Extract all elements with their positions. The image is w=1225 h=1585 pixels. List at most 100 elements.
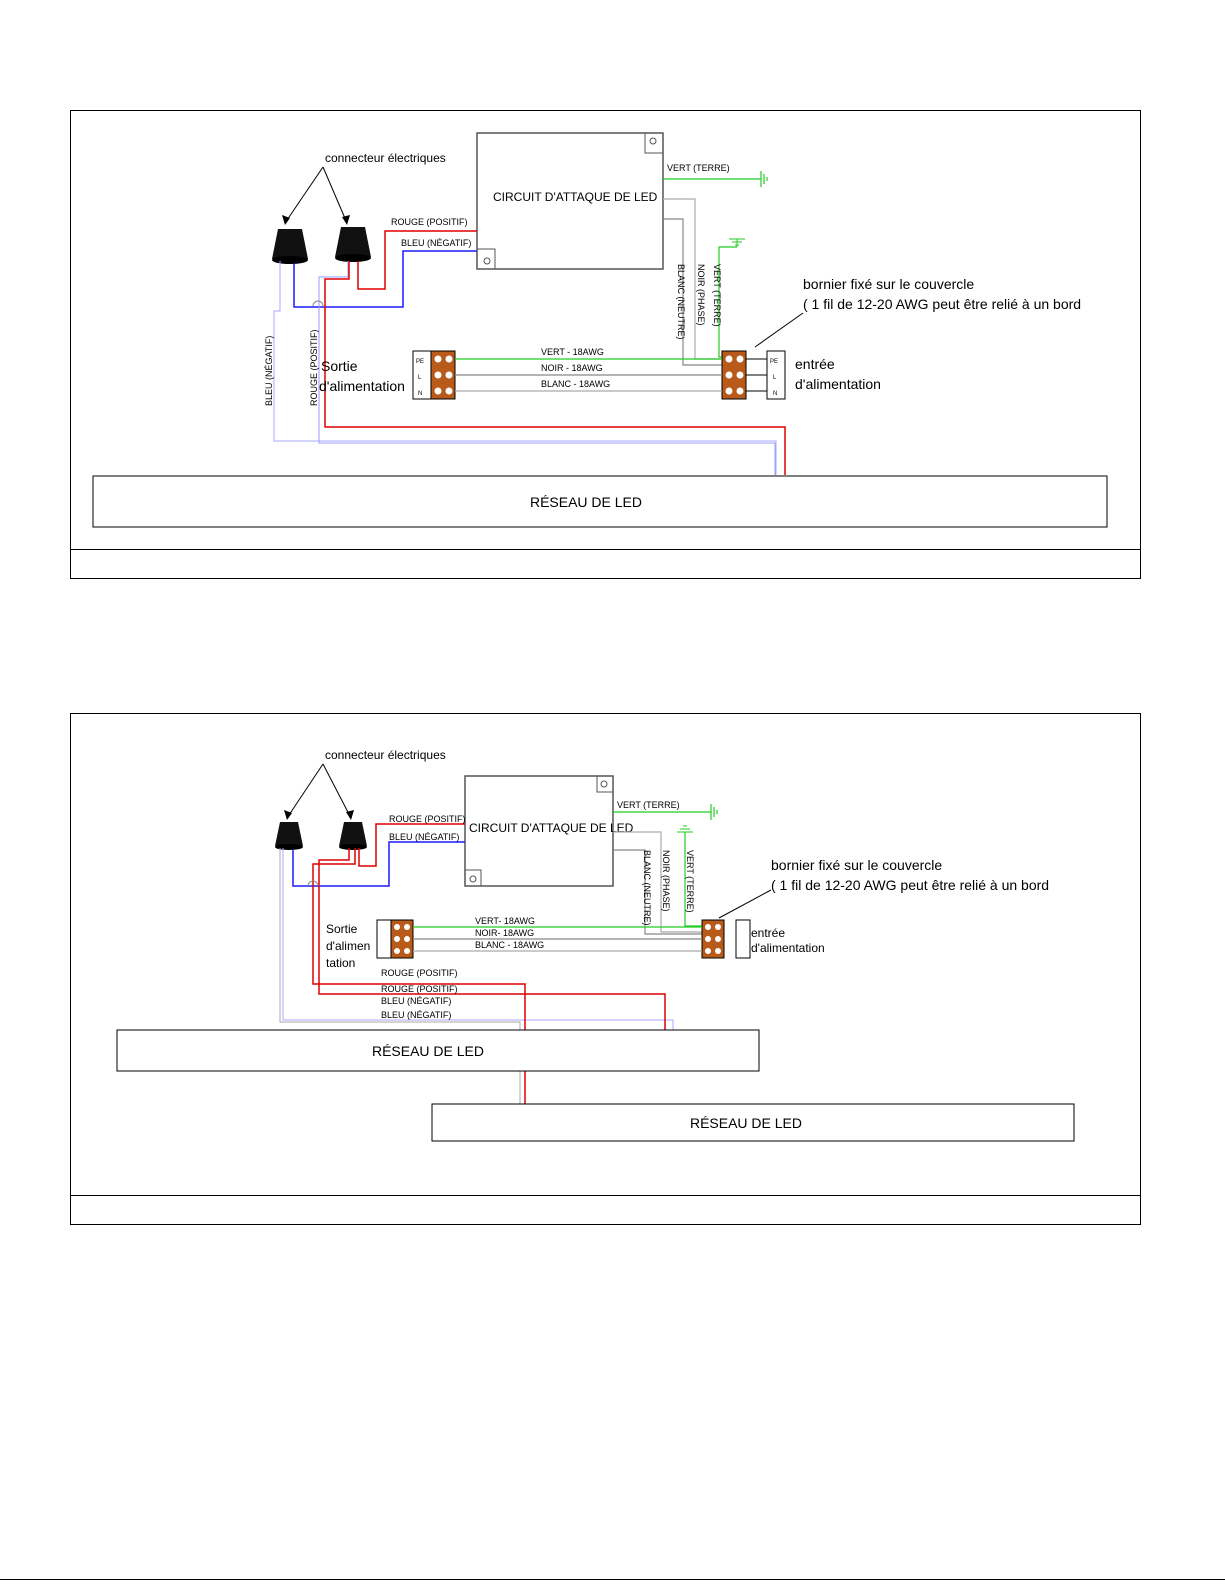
red-wire-driver (358, 823, 465, 867)
red-wire-driver (357, 230, 477, 290)
label-noir-phase: NOIR (PHASE) (661, 850, 671, 912)
terminal-note-line2: ( 1 fil de 12-20 AWG peut être relié à u… (771, 877, 1049, 893)
terminal-note-line2: ( 1 fil de 12-20 AWG peut être relié à u… (803, 296, 1081, 312)
mount-tab (464, 869, 482, 887)
terminal-note-line1: bornier fixé sur le couvercle (771, 857, 942, 873)
label-noir-18awg: NOIR - 18AWG (541, 363, 603, 373)
led-network-label-1: RÉSEAU DE LED (372, 1043, 484, 1059)
label-bleu-negatif: BLEU (NÉGATIF) (389, 832, 459, 842)
output-label-line2: d'alimentation (319, 378, 405, 394)
label-bleu-negatif-2: BLEU (NÉGATIF) (381, 1010, 451, 1020)
label-blanc-neutre: BLANC (NEUTRE) (642, 850, 652, 926)
label-rouge-positif-1: ROUGE (POSITIF) (381, 968, 458, 978)
input-terminal-block (701, 919, 751, 959)
label-vert-terre: VERT (TERRE) (667, 163, 730, 173)
mount-tab (644, 132, 664, 154)
pointer-line (284, 166, 324, 224)
panel-footer (71, 549, 1140, 578)
arrowhead (342, 215, 350, 225)
wire-connector-left (272, 229, 308, 264)
label-vert-terre-vertical: VERT (TERRE) (685, 850, 695, 913)
input-label-line1: entrée (795, 356, 835, 372)
label-bleu-negatif-vertical: BLEU (NÉGATIF) (264, 336, 274, 406)
connectors-label: connecteur électriques (325, 748, 446, 762)
wire-connector-right (335, 227, 371, 262)
svg-text:L: L (418, 375, 422, 381)
label-vert-18awg: VERT- 18AWG (475, 916, 535, 926)
label-rouge-positif: ROUGE (POSITIF) (391, 217, 468, 227)
label-vert-terre: VERT (TERRE) (617, 800, 680, 810)
arrowhead (284, 810, 292, 820)
note-pointer (754, 312, 804, 348)
svg-text:N: N (418, 391, 422, 397)
input-label-line2: d'alimentation (751, 941, 825, 955)
led-driver-box (476, 132, 664, 270)
diagram-canvas: connecteur électriques CIRCUIT D'ATTAQUE… (116, 748, 1075, 1142)
led-network-box-1 (116, 1029, 760, 1072)
black-phase-wire (613, 849, 703, 935)
connectors-label: connecteur électriques (325, 151, 446, 165)
arrowhead (346, 810, 354, 820)
wire-connector-left (275, 822, 303, 850)
label-blanc-18awg: BLANC - 18AWG (541, 379, 610, 389)
wiring-diagram-dual-led-network: connecteur électriques CIRCUIT D'ATTAQUE… (70, 713, 1141, 1225)
label-blanc-neutre: BLANC (NEUTRE) (676, 264, 686, 340)
pointer-line (322, 166, 348, 224)
input-label-line2: d'alimentation (795, 376, 881, 392)
wire-crossing (312, 300, 324, 307)
red-positif-run-2 (312, 848, 526, 1104)
label-noir-18awg: NOIR- 18AWG (475, 928, 534, 938)
blue-negatif-run-1 (282, 848, 674, 1030)
wire-crossing (307, 880, 319, 887)
terminal-note-line1: bornier fixé sur le couvercle (803, 276, 974, 292)
mount-hole (649, 137, 657, 145)
output-terminal-block: PE L N (412, 350, 456, 400)
led-network-label-2: RÉSEAU DE LED (690, 1115, 802, 1131)
mount-tab (596, 775, 614, 793)
driver-label: CIRCUIT D'ATTAQUE DE LED (469, 821, 634, 835)
blue-negatif-run (273, 261, 777, 475)
note-pointer (718, 889, 772, 919)
mount-hole (483, 257, 491, 265)
label-rouge-positif-2: ROUGE (POSITIF) (381, 984, 458, 994)
mount-tab (476, 248, 496, 270)
led-driver-box (464, 775, 614, 887)
arrowhead (282, 215, 290, 225)
label-noir-phase: NOIR (PHASE) (696, 264, 706, 326)
label-vert-terre-vertical: VERT (TERRE) (712, 264, 722, 327)
wire-connector-right (339, 822, 367, 850)
panel-footer (71, 1195, 1140, 1224)
pointer-line (286, 763, 324, 819)
driver-label: CIRCUIT D'ATTAQUE DE LED (493, 190, 658, 204)
diagram-canvas: connecteur électriques CIRCUIT D'ATTAQUE… (92, 132, 1108, 528)
ground-icon (710, 804, 718, 820)
mount-hole (600, 780, 608, 788)
label-bleu-negatif-1: BLEU (NÉGATIF) (381, 996, 451, 1006)
pointer-line (322, 763, 352, 819)
output-label-line2: d'alimen (326, 939, 370, 953)
input-label-line1: entrée (751, 926, 785, 940)
label-vert-18awg: VERT - 18AWG (541, 347, 604, 357)
ground-icon (677, 825, 693, 833)
led-network-label: RÉSEAU DE LED (530, 494, 642, 510)
blue-wire-driver (292, 841, 465, 887)
blue-wire-led (318, 261, 776, 475)
ground-icon (729, 238, 745, 247)
wiring-diagram-single-led-network: connecteur électriques CIRCUIT D'ATTAQUE… (70, 110, 1141, 579)
label-rouge-positif-vertical: ROUGE (POSITIF) (309, 329, 319, 406)
page-bottom-rule (0, 1579, 1225, 1580)
green-earth-to-terminal (684, 832, 703, 927)
label-blanc-18awg: BLANC - 18AWG (475, 940, 544, 950)
led-network-box-2 (431, 1103, 1075, 1142)
output-label-line1: Sortie (321, 358, 358, 374)
input-terminal-block: PE L N (721, 350, 786, 400)
red-positif-run (324, 261, 786, 475)
label-rouge-positif: ROUGE (POSITIF) (389, 814, 466, 824)
mount-hole (469, 875, 477, 883)
svg-text:PE: PE (416, 359, 424, 365)
svg-text:L: L (773, 375, 777, 381)
output-terminal-block (376, 919, 414, 959)
led-network-box (92, 475, 1108, 528)
svg-text:PE: PE (770, 359, 778, 365)
output-label-line1: Sortie (326, 922, 358, 936)
